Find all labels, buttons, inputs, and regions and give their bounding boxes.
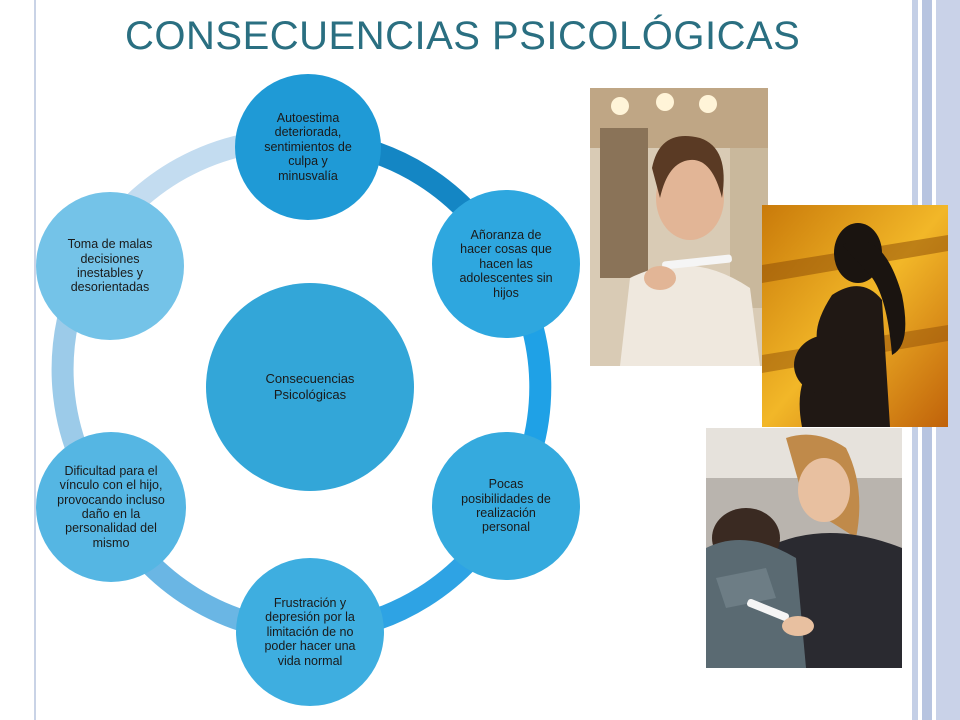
center-node: Consecuencias Psicológicas xyxy=(206,283,414,491)
node-vinculo: Dificultad para el vínculo con el hijo, … xyxy=(36,432,186,582)
node-frustracion: Frustración y depresión por la limitació… xyxy=(236,558,384,706)
node-posibilidades: Pocas posibilidades de realización perso… xyxy=(432,432,580,580)
node-autoestima: Autoestima deteriorada, sentimientos de … xyxy=(235,74,381,220)
photo-woman-with-test xyxy=(590,88,768,366)
node-anoranza: Añoranza de hacer cosas que hacen las ad… xyxy=(432,190,580,338)
photo-couple xyxy=(706,428,902,668)
photo-pregnant-silhouette xyxy=(762,205,948,427)
node-decisiones: Toma de malas decisiones inestables y de… xyxy=(36,192,184,340)
page-title: CONSECUENCIAS PSICOLÓGICAS xyxy=(125,14,801,58)
left-border-line xyxy=(34,0,36,720)
